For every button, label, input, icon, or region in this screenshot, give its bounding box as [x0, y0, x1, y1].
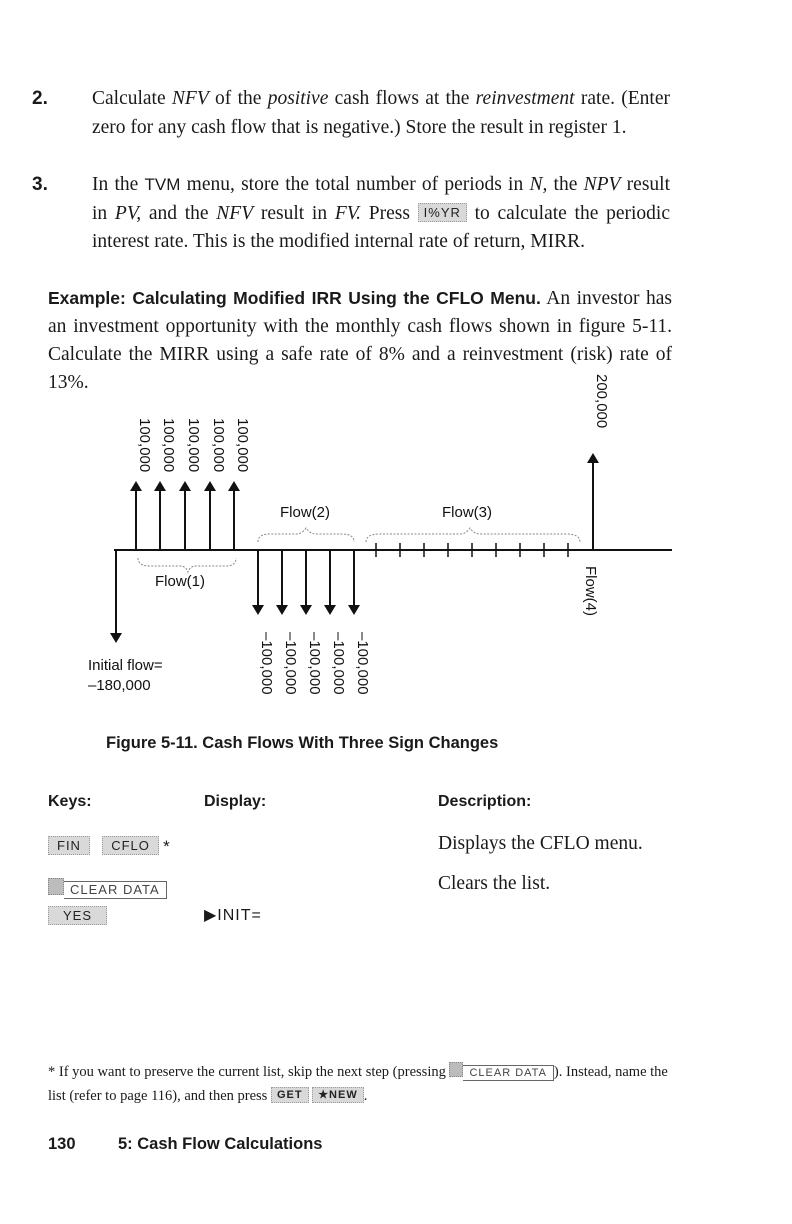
step-3-text: In the TVM menu, store the total number … — [92, 171, 670, 257]
flow1-label: Flow(1) — [155, 573, 205, 590]
shift-key-icon — [449, 1062, 464, 1077]
positive-flow-label: 100,000 — [210, 418, 227, 472]
initial-flow-value: –180,000 — [88, 677, 151, 694]
term-fv: FV. — [334, 202, 362, 224]
term-tvm: TVM — [144, 175, 181, 194]
clear-data-label: CLEAR DATA — [64, 881, 167, 899]
text: the — [547, 174, 584, 195]
flow3-brace — [365, 527, 581, 543]
initial-flow-label: Initial flow= — [88, 657, 163, 674]
final-flow-label: 200,000 — [593, 374, 610, 428]
flow2-arrows — [252, 550, 360, 615]
chapter-title: 5: Cash Flow Calculations — [118, 1135, 323, 1153]
flow4-label: Flow(4) — [582, 566, 599, 616]
display-row-3: ▶INIT= — [204, 907, 262, 924]
page-number: 130 — [48, 1135, 76, 1153]
text: Press — [361, 202, 418, 224]
term-nfv: NFV — [171, 88, 209, 109]
footnote-text: * If you want to preserve the current li… — [48, 1064, 450, 1080]
new-key: ★NEW — [312, 1087, 364, 1103]
keys-row-2: CLEAR DATA — [48, 878, 167, 899]
keys-header: Keys: — [48, 793, 92, 810]
description-header: Description: — [438, 793, 532, 810]
display-header: Display: — [204, 793, 267, 810]
negative-flow-label: –100,000 — [258, 632, 275, 695]
term-reinvestment: reinvestment — [475, 88, 575, 109]
text: of the — [208, 88, 268, 109]
flow2-label: Flow(2) — [280, 504, 330, 521]
footnote-text: ). Instead, name the list (refer to page… — [48, 1064, 668, 1104]
flow1-brace — [137, 557, 237, 574]
flow1-arrows — [130, 481, 240, 550]
footnote-text: . — [363, 1088, 368, 1104]
text: Calculate — [92, 88, 172, 109]
keys-row-1: FIN CFLO * — [48, 836, 170, 857]
text: result in — [253, 202, 335, 224]
figure-caption: Figure 5-11. Cash Flows With Three Sign … — [106, 734, 499, 752]
keys-row-3: YES — [48, 906, 108, 927]
term-npv: NPV — [583, 174, 621, 195]
flow3-ticks — [375, 543, 569, 557]
yes-key: YES — [48, 906, 108, 925]
positive-flow-label: 100,000 — [234, 418, 251, 472]
clear-data-label: CLEAR DATA — [463, 1065, 554, 1081]
term-pv: PV, — [114, 202, 142, 224]
fin-key: FIN — [48, 836, 90, 855]
step-2-text: Calculate NFV of the positive cash flows… — [92, 85, 670, 142]
flow2-brace — [257, 527, 355, 543]
text: result in — [92, 174, 671, 224]
text: to calculate the periodic interest rate.… — [92, 202, 670, 253]
positive-flow-label: 100,000 — [160, 418, 177, 472]
positive-flow-label: 100,000 — [136, 418, 153, 472]
text: menu, store the total number of periods … — [180, 174, 530, 195]
flow3-label: Flow(3) — [442, 504, 492, 521]
footnote: * If you want to preserve the current li… — [48, 1060, 682, 1108]
example-text: An investor has an investment opportunit… — [48, 288, 672, 393]
text: and the — [141, 202, 217, 224]
shift-key-icon — [48, 878, 64, 895]
term-nfv: NFV — [216, 202, 254, 224]
get-key: GET — [270, 1087, 309, 1103]
cash-flow-diagram: 100,000 100,000 100,000 100,000 100,000 … — [88, 374, 672, 695]
description-row-1: Displays the CFLO menu. — [438, 833, 643, 854]
step-number: 3. — [32, 174, 48, 195]
step-number: 2. — [32, 88, 48, 109]
example-heading: Example: Calculating Modified IRR Using … — [48, 288, 541, 308]
negative-flow-label: –100,000 — [330, 632, 347, 695]
term-n: N, — [529, 174, 548, 195]
example-paragraph: Example: Calculating Modified IRR Using … — [48, 284, 672, 397]
negative-flow-label: –100,000 — [306, 632, 323, 695]
text: In the — [92, 174, 145, 195]
negative-flow-label: –100,000 — [354, 632, 371, 695]
term-positive: positive — [267, 88, 329, 109]
negative-flow-label: –100,000 — [282, 632, 299, 695]
description-row-2: Clears the list. — [438, 873, 551, 894]
text: rate. (Enter zero for any cash flow that… — [92, 88, 670, 138]
i-yr-key: I%YR — [417, 202, 467, 222]
positive-flow-label: 100,000 — [185, 418, 202, 472]
text: cash flows at the — [328, 88, 476, 109]
cflo-key: CFLO — [102, 836, 159, 855]
footnote-marker: * — [163, 837, 170, 856]
